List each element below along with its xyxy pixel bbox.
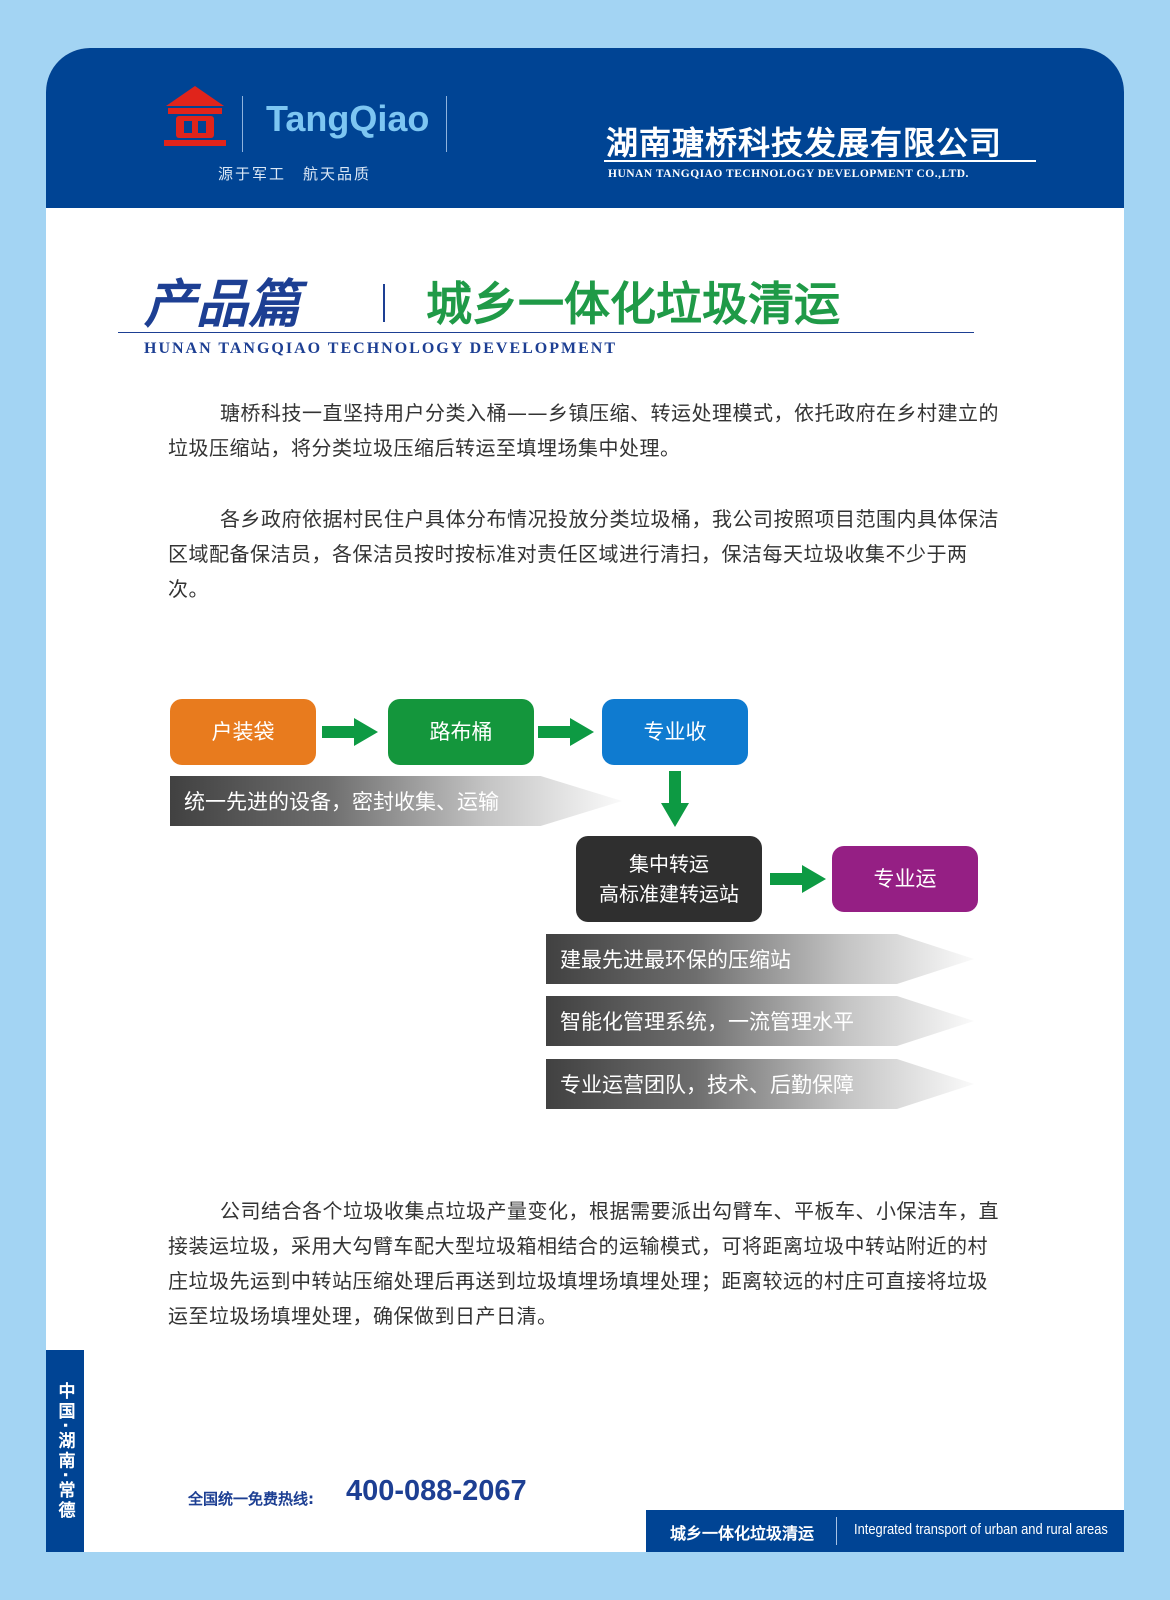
intro-paragraph: 瑭桥科技一直坚持用户分类入桶——乡镇压缩、转运处理模式，依托政府在乡村建立的垃圾… bbox=[168, 401, 999, 460]
hotline-label: 全国统一免费热线: bbox=[188, 1490, 314, 1508]
company-underline bbox=[604, 160, 1036, 162]
arrow-right-icon bbox=[770, 865, 826, 893]
brand-divider bbox=[446, 96, 447, 152]
footer-title-en: Integrated transport of urban and rural … bbox=[854, 1521, 1108, 1538]
brand-name: TangQiao bbox=[266, 98, 430, 139]
section-subtitle: 城乡一体化垃圾清运 bbox=[426, 277, 840, 331]
arrow-right-icon bbox=[322, 718, 378, 746]
banner-management-system: 智能化管理系统，一流管理水平 bbox=[546, 996, 974, 1046]
section-title: 产品篇 bbox=[144, 275, 301, 335]
brand-slogan: 源于军工 航天品质 bbox=[218, 165, 372, 183]
footer-bar: 城乡一体化垃圾清运 Integrated transport of urban … bbox=[646, 1510, 1124, 1552]
flow-step-transport: 专业运 bbox=[832, 846, 978, 912]
location-tag: 中国·湖南·常德 bbox=[46, 1350, 84, 1552]
company-name-en: HUNAN TANGQIAO TECHNOLOGY DEVELOPMENT CO… bbox=[608, 168, 969, 180]
section-rule bbox=[118, 332, 974, 333]
arrow-down-icon bbox=[661, 771, 689, 827]
tangqiao-logo-icon bbox=[164, 86, 226, 146]
poster-card: TangQiao 源于军工 航天品质 湖南瑭桥科技发展有限公司 HUNAN TA… bbox=[46, 48, 1124, 1552]
banner-compression-station: 建最先进最环保的压缩站 bbox=[546, 934, 974, 984]
banner-equipment: 统一先进的设备，密封收集、运输 bbox=[170, 776, 622, 826]
footer-divider bbox=[836, 1517, 837, 1545]
section-english: HUNAN TANGQIAO TECHNOLOGY DEVELOPMENT bbox=[144, 340, 618, 357]
flow-step-bag: 户装袋 bbox=[170, 699, 316, 765]
header-bar: TangQiao 源于军工 航天品质 湖南瑭桥科技发展有限公司 HUNAN TA… bbox=[46, 48, 1124, 208]
footer-title-cn: 城乡一体化垃圾清运 bbox=[670, 1524, 815, 1543]
transfer-line-1: 集中转运 bbox=[629, 852, 709, 876]
flow-step-bins: 路布桶 bbox=[388, 699, 534, 765]
arrow-right-icon bbox=[538, 718, 594, 746]
banner-operations-team: 专业运营团队，技术、后勤保障 bbox=[546, 1059, 974, 1109]
hotline-number: 400-088-2067 bbox=[346, 1475, 527, 1507]
flow-step-collect: 专业收 bbox=[602, 699, 748, 765]
transport-paragraph: 公司结合各个垃圾收集点垃圾产量变化，根据需要派出勾臂车、平板车、小保洁车，直接装… bbox=[168, 1199, 999, 1328]
transfer-line-2: 高标准建转运站 bbox=[599, 882, 739, 906]
section-divider bbox=[383, 284, 385, 322]
logo-divider bbox=[242, 96, 243, 152]
flow-step-transfer: 集中转运 高标准建转运站 bbox=[576, 836, 762, 922]
cleaning-paragraph: 各乡政府依据村民住户具体分布情况投放分类垃圾桶，我公司按照项目范围内具体保洁区域… bbox=[168, 507, 999, 601]
company-name-cn: 湖南瑭桥科技发展有限公司 bbox=[606, 124, 1003, 162]
